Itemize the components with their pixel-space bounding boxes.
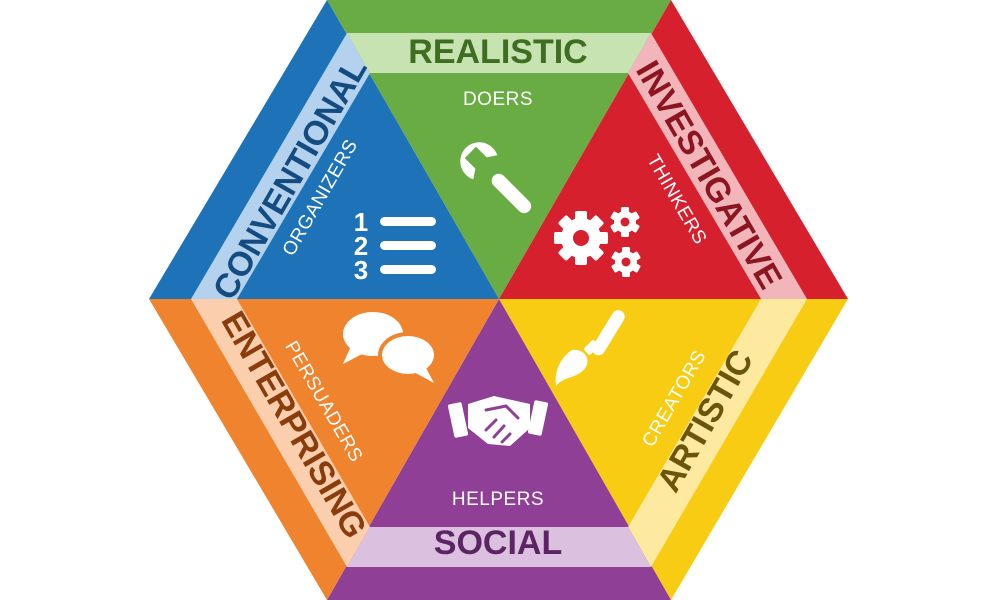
handshake-icon	[447, 396, 549, 446]
gears-icon	[554, 207, 641, 277]
list-number-1: 1	[354, 207, 368, 237]
conventional-band	[191, 33, 370, 299]
investigative-band	[628, 33, 807, 299]
social-subtitle: HELPERS	[452, 489, 544, 510]
list-number-3: 3	[354, 255, 368, 285]
numbered-list-icon: 1 2 3	[354, 207, 436, 285]
realistic-wedge	[327, 0, 671, 299]
social-band	[347, 527, 651, 567]
realistic-subtitle: DOERS	[463, 89, 533, 110]
speech-bubbles-icon	[343, 312, 438, 383]
paintbrush-icon	[555, 310, 625, 386]
enterprising-band	[191, 299, 370, 567]
social-wedge	[327, 299, 671, 600]
realistic-title: REALISTIC	[408, 33, 587, 71]
realistic-band	[347, 33, 651, 73]
social-title: SOCIAL	[434, 524, 562, 562]
list-number-2: 2	[354, 231, 368, 261]
wrench-icon	[460, 142, 532, 214]
artistic-band	[628, 299, 807, 567]
